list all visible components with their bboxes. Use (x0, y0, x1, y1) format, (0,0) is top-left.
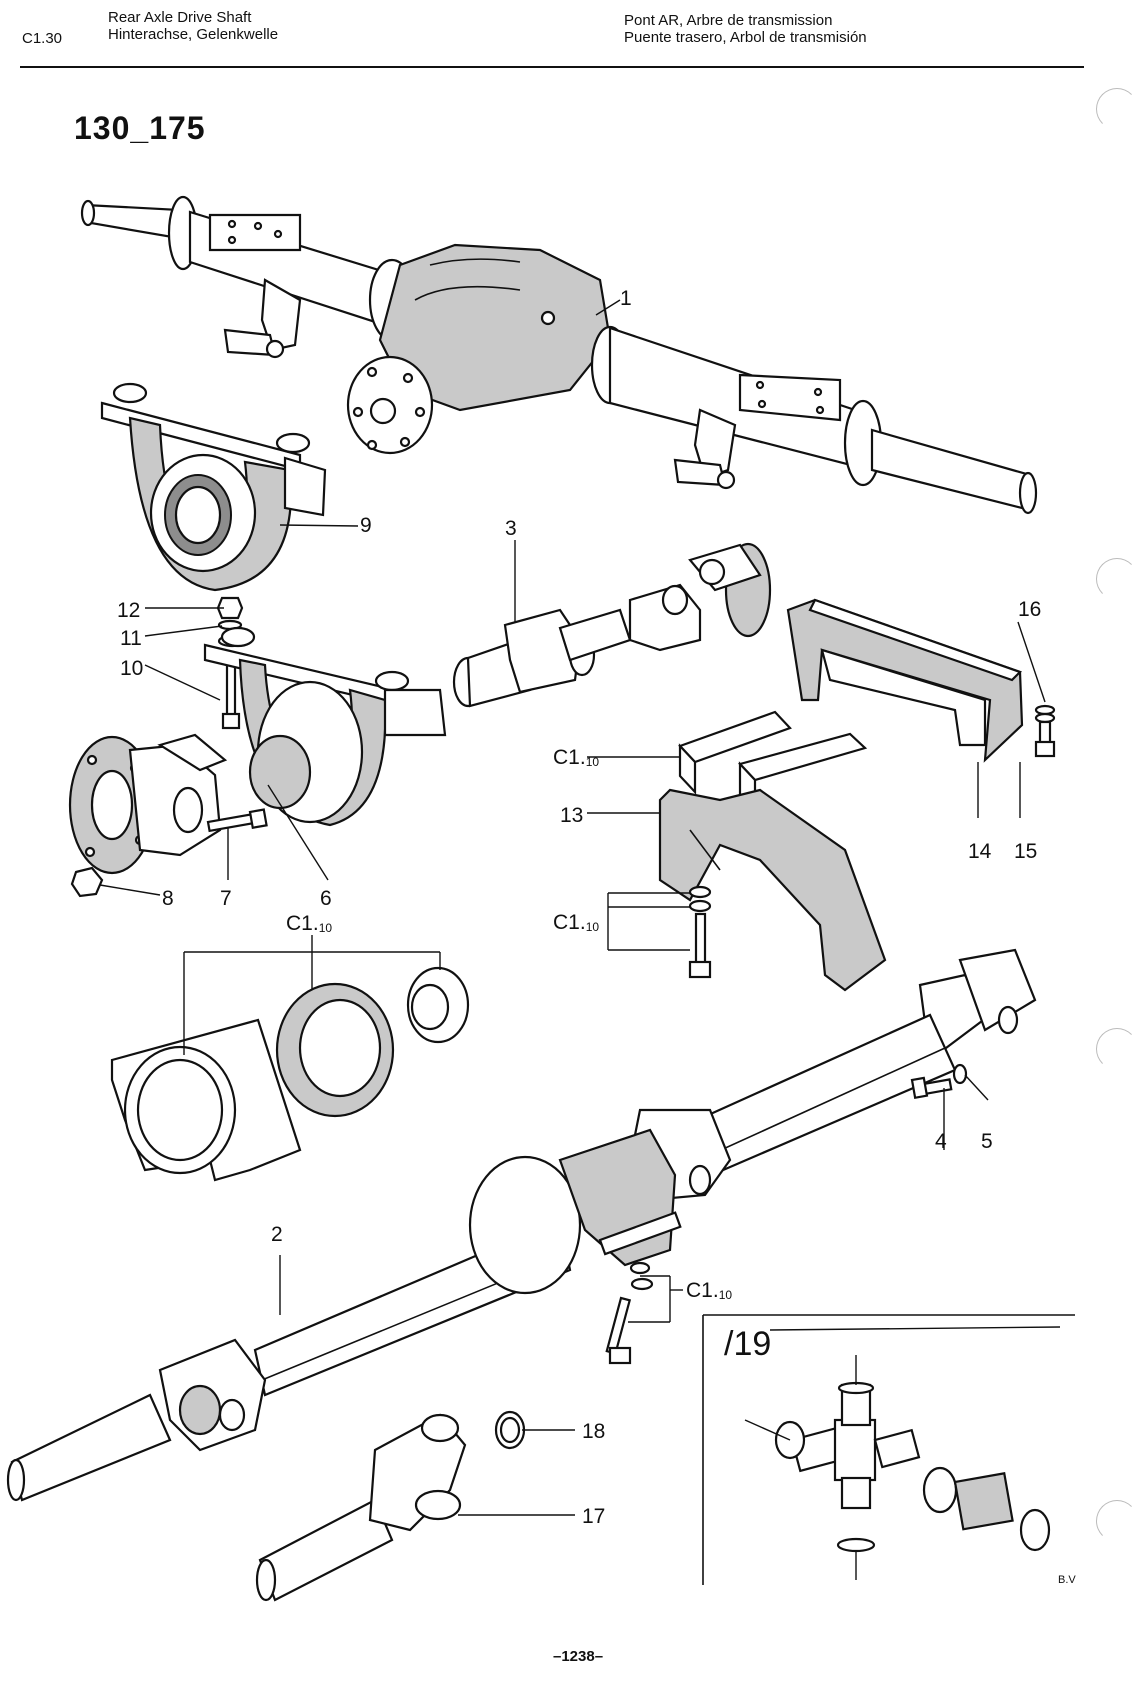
callout-18: 18 (582, 1420, 605, 1443)
center-bearing-kit (110, 966, 470, 1182)
artist-initials: B.V (1058, 1574, 1076, 1586)
title-english: Rear Axle Drive Shaft (108, 9, 252, 26)
callout-9: 9 (360, 514, 372, 537)
slip-yoke (255, 1410, 526, 1602)
callout-4: 4 (935, 1130, 947, 1153)
reference-c1-10: C1.10 (553, 746, 599, 769)
callout-16: 16 (1018, 598, 1041, 621)
center-bearing-support (100, 382, 327, 592)
center-bearing-bracket (203, 626, 447, 827)
binder-hole-mark (1096, 1500, 1138, 1542)
header-titles-right: Pont AR, Arbre de transmission Puente tr… (624, 12, 867, 46)
callout-8: 8 (162, 887, 174, 910)
title-french: Pont AR, Arbre de transmission (624, 12, 833, 29)
header-rule (20, 66, 1084, 68)
flange-universal-joint (68, 733, 268, 898)
callout-17: 17 (582, 1505, 605, 1528)
propeller-shaft (6, 948, 1037, 1502)
callout-2: 2 (271, 1223, 283, 1246)
callout-labels: 1 2 3 4 5 6 7 8 9 10 11 12 13 14 15 16 1… (117, 287, 1041, 1528)
inset-title: /19 (724, 1325, 772, 1363)
callout-15: 15 (1014, 840, 1037, 863)
binder-hole-mark (1096, 558, 1138, 600)
front-driveshaft-ujoint (452, 542, 772, 708)
callout-7: 7 (220, 887, 232, 910)
title-spanish: Puente trasero, Arbol de transmisión (624, 29, 867, 46)
ujoint-kit-inset (702, 1314, 1075, 1585)
shaft-fasteners-4-5 (605, 1063, 968, 1365)
callout-1: 1 (620, 287, 632, 310)
leader-lines (99, 299, 1046, 1516)
reference-labels: C1.10 C1.10 C1.10 C1.10 (286, 746, 732, 1302)
title-german: Hinterachse, Gelenkwelle (108, 26, 279, 43)
callout-6: 6 (320, 887, 332, 910)
reference-c1-10: C1.10 (686, 1279, 732, 1302)
callout-5: 5 (981, 1130, 993, 1153)
callout-14: 14 (968, 840, 992, 863)
diagram-number: 130_175 (74, 110, 206, 146)
header-titles-left: Rear Axle Drive Shaft Hinterachse, Gelen… (108, 9, 278, 43)
binder-hole-mark (1096, 88, 1138, 130)
binder-hole-mark (1096, 1028, 1138, 1070)
callout-12: 12 (117, 599, 140, 622)
callout-10: 10 (120, 657, 143, 680)
reference-c1-10: C1.10 (286, 912, 332, 935)
bracket-fasteners-15-16 (1034, 704, 1056, 758)
page-number: –1238– (553, 1648, 604, 1665)
center-crossmember (658, 710, 887, 992)
callout-3: 3 (505, 517, 517, 540)
reference-c1-10: C1.10 (553, 911, 599, 934)
callout-11: 11 (120, 627, 142, 650)
section-code: C1.30 (22, 30, 63, 47)
rear-axle-housing (80, 195, 1038, 515)
crossmember-bracket-large (786, 598, 1024, 763)
callout-13: 13 (560, 804, 583, 827)
